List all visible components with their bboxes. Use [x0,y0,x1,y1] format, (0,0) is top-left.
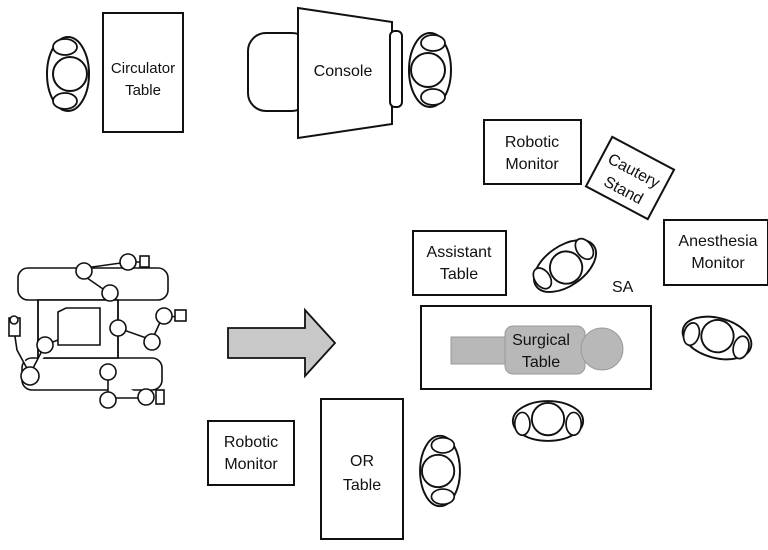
robot-cart-icon [8,253,187,409]
anesthesiologist-person-icon [676,308,758,368]
console-label: Console [314,63,373,80]
robotic-monitor-top-label-line1: Robotic [505,134,559,151]
patient-head [580,327,624,371]
console-surgeon-person-icon [408,32,452,108]
circulator-table: Circulator Table [102,12,184,133]
anesthesia-monitor-label-line1: Anesthesia [678,233,757,250]
robotic-monitor-bottom-label-line1: Robotic [224,434,278,451]
surgical-assistant-person-icon [523,228,607,304]
surgical-table: Surgical Table [420,305,652,390]
surgical-table-label-line1: Surgical [512,332,570,349]
circulator-table-label-line2: Table [125,82,161,99]
sa-label: SA [612,279,634,296]
right-arrow-icon [227,307,337,379]
robotic-monitor-bottom: Robotic Monitor [207,420,295,486]
surgical-table-label-line2: Table [522,354,560,371]
surgeon-console: Console [247,6,403,140]
assistant-table: Assistant Table [412,230,507,296]
or-table-label-line2: Table [343,477,381,494]
circulator-table-label-line1: Circulator [111,60,175,77]
patient-legs [450,336,510,365]
or-table: OR Table [320,398,404,540]
assistant-table-label-line2: Table [440,266,478,283]
cautery-stand: Cautery Stand [584,135,676,221]
anesthesia-monitor: Anesthesia Monitor [663,219,768,286]
bottom-person-icon [511,400,585,442]
robotic-monitor-bottom-label-line2: Monitor [224,456,278,473]
anesthesia-monitor-label-line2: Monitor [691,255,745,272]
robotic-monitor-top: Robotic Monitor [483,119,582,185]
assistant-table-label-line1: Assistant [427,244,492,261]
scrub-nurse-person-icon [419,434,461,508]
or-table-label-line1: OR [350,453,374,470]
robotic-monitor-top-label-line2: Monitor [505,156,559,173]
circulator-person-icon [46,36,90,112]
